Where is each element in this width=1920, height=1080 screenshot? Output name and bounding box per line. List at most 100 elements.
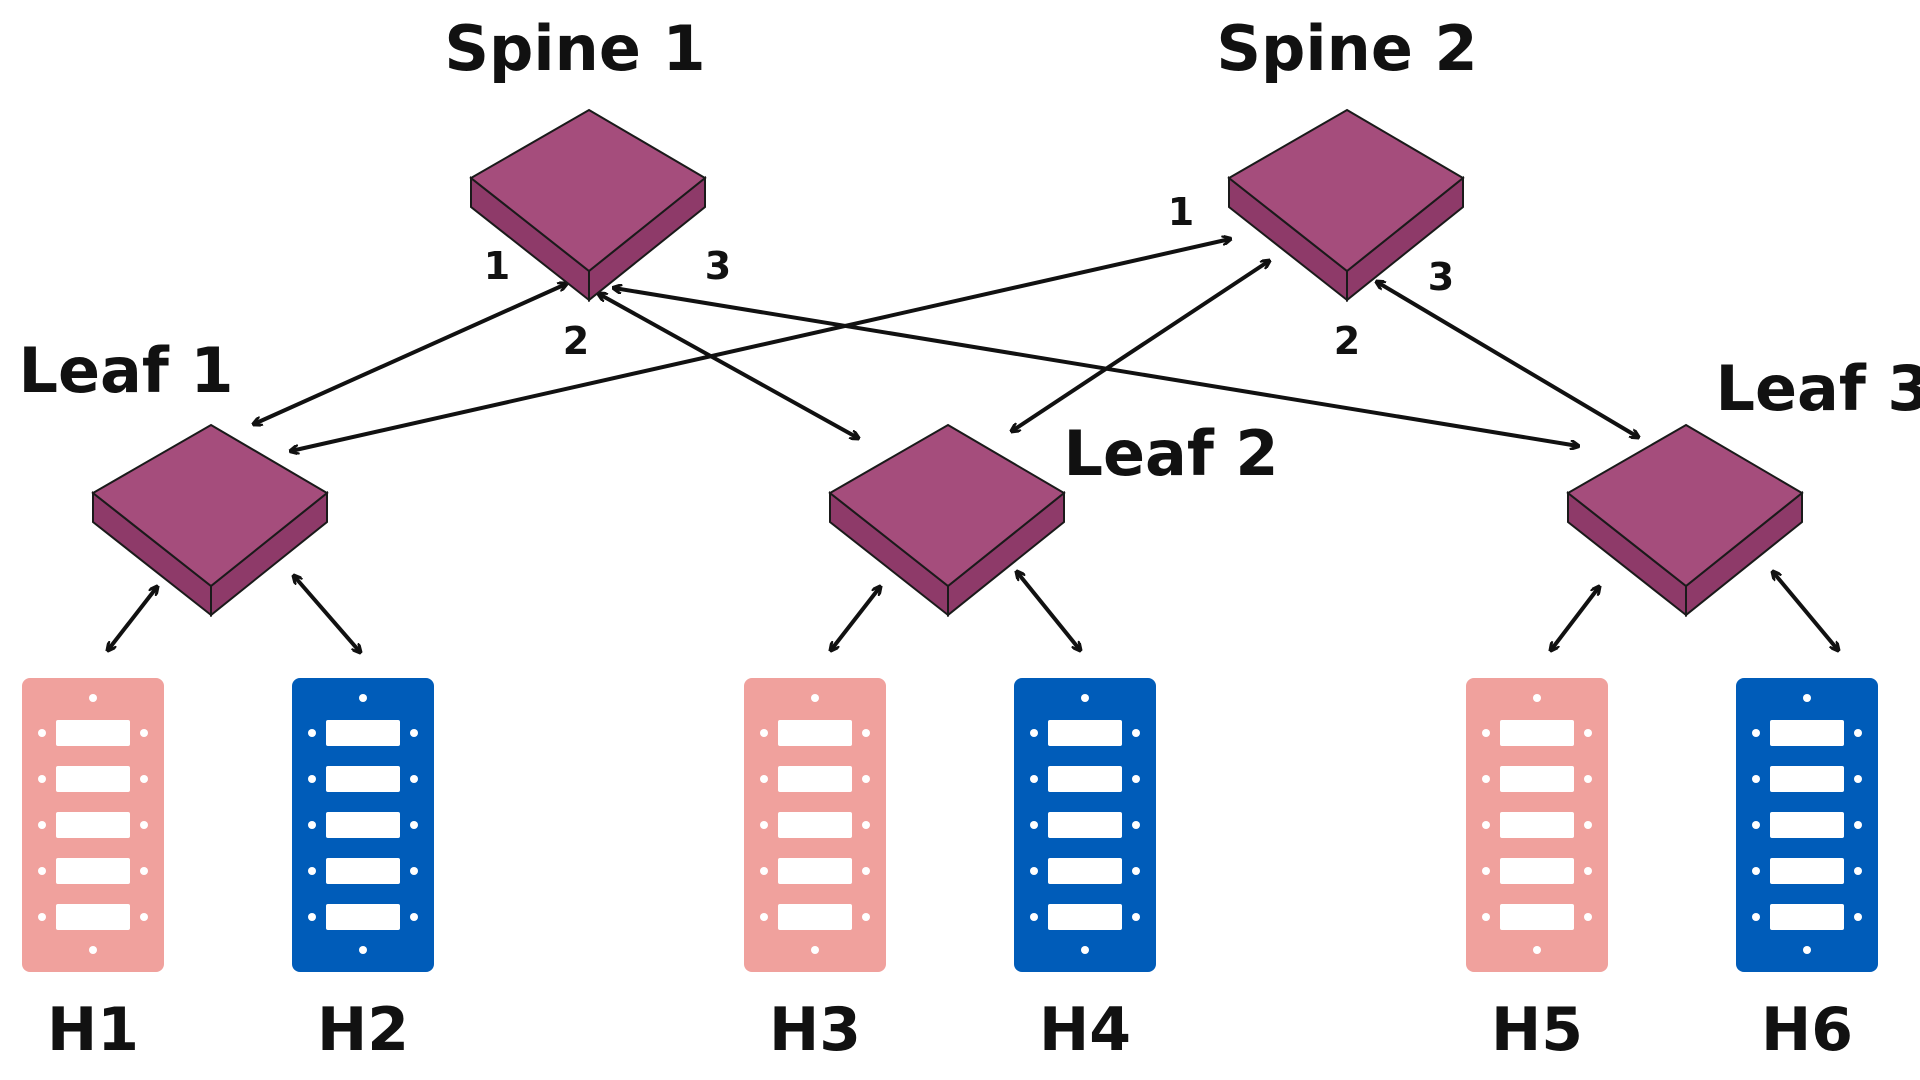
rack-screw bbox=[862, 775, 870, 783]
rack-slot bbox=[1500, 720, 1574, 746]
rack-screw bbox=[1752, 867, 1760, 875]
rack-slot bbox=[778, 720, 852, 746]
rack-screw bbox=[1584, 775, 1592, 783]
rack-led-bottom bbox=[1533, 946, 1541, 954]
rack-screw bbox=[140, 913, 148, 921]
host-h6-label: H6 bbox=[1761, 995, 1853, 1065]
switch-top-face bbox=[1566, 423, 1804, 588]
rack-screw bbox=[308, 821, 316, 829]
rack-screw bbox=[38, 729, 46, 737]
link-leaf3-h5 bbox=[1551, 587, 1599, 650]
rack-screw bbox=[1584, 867, 1592, 875]
rack-screw bbox=[760, 729, 768, 737]
rack-led-top bbox=[811, 694, 819, 702]
rack-screw bbox=[410, 821, 418, 829]
rack-screw bbox=[38, 775, 46, 783]
rack-screw bbox=[760, 821, 768, 829]
rack-screw bbox=[1752, 913, 1760, 921]
host-rack-h2 bbox=[292, 678, 434, 972]
rack-screw bbox=[862, 821, 870, 829]
rack-slot bbox=[1048, 720, 1122, 746]
host-h1-label: H1 bbox=[47, 995, 139, 1065]
leaf2-label: Leaf 2 bbox=[1063, 417, 1278, 490]
rack-led-top bbox=[89, 694, 97, 702]
rack-screw bbox=[1482, 775, 1490, 783]
rack-screw bbox=[140, 729, 148, 737]
link-spine2-leaf2 bbox=[1012, 261, 1269, 431]
rack-slot bbox=[1500, 766, 1574, 792]
rack-led-top bbox=[1533, 694, 1541, 702]
rack-slot bbox=[1048, 904, 1122, 930]
leaf1-label: Leaf 1 bbox=[18, 334, 233, 407]
rack-screw bbox=[140, 775, 148, 783]
host-h2-label: H2 bbox=[317, 995, 409, 1065]
link-leaf3-h6 bbox=[1773, 572, 1838, 650]
rack-screw bbox=[1030, 821, 1038, 829]
rack-led-top bbox=[359, 694, 367, 702]
leaf-switch-1 bbox=[91, 423, 329, 618]
rack-slot bbox=[326, 766, 400, 792]
rack-screw bbox=[308, 867, 316, 875]
switch-top-face bbox=[828, 423, 1066, 588]
link-leaf2-h4 bbox=[1017, 572, 1080, 650]
rack-screw bbox=[410, 913, 418, 921]
rack-screw bbox=[308, 729, 316, 737]
rack-screw bbox=[1854, 913, 1862, 921]
rack-slot bbox=[1770, 904, 1844, 930]
rack-screw bbox=[1752, 729, 1760, 737]
rack-screw bbox=[1030, 913, 1038, 921]
leaf-switch-2 bbox=[828, 423, 1066, 618]
rack-screw bbox=[1482, 729, 1490, 737]
rack-screw bbox=[862, 867, 870, 875]
rack-screw bbox=[1854, 775, 1862, 783]
spine2-label: Spine 2 bbox=[1216, 12, 1477, 85]
rack-screw bbox=[1030, 867, 1038, 875]
rack-screw bbox=[1584, 821, 1592, 829]
rack-screw bbox=[1132, 821, 1140, 829]
rack-screw bbox=[1132, 729, 1140, 737]
spine2-port-2-label: 2 bbox=[1334, 319, 1360, 363]
link-leaf2-h3 bbox=[831, 587, 880, 650]
rack-slot bbox=[1048, 858, 1122, 884]
rack-screw bbox=[38, 913, 46, 921]
host-h5-label: H5 bbox=[1491, 995, 1583, 1065]
rack-screw bbox=[1132, 775, 1140, 783]
host-rack-h6 bbox=[1736, 678, 1878, 972]
rack-slot bbox=[778, 766, 852, 792]
rack-slot bbox=[1048, 766, 1122, 792]
rack-screw bbox=[1482, 821, 1490, 829]
spine-switch-2 bbox=[1227, 108, 1465, 303]
rack-slot bbox=[778, 858, 852, 884]
rack-slot bbox=[326, 858, 400, 884]
spine-switch-1 bbox=[469, 108, 707, 303]
rack-screw bbox=[862, 729, 870, 737]
rack-led-bottom bbox=[89, 946, 97, 954]
rack-screw bbox=[410, 867, 418, 875]
leaf3-label: Leaf 3 bbox=[1715, 352, 1920, 425]
rack-led-top bbox=[1081, 694, 1089, 702]
rack-slot bbox=[778, 904, 852, 930]
rack-screw bbox=[1584, 729, 1592, 737]
rack-screw bbox=[1132, 867, 1140, 875]
rack-screw bbox=[1030, 729, 1038, 737]
rack-slot bbox=[56, 904, 130, 930]
rack-screw bbox=[862, 913, 870, 921]
rack-screw bbox=[1752, 775, 1760, 783]
host-h4-label: H4 bbox=[1039, 995, 1131, 1065]
rack-slot bbox=[1770, 812, 1844, 838]
link-leaf1-h1 bbox=[108, 587, 157, 650]
rack-screw bbox=[140, 867, 148, 875]
rack-screw bbox=[1030, 775, 1038, 783]
rack-screw bbox=[760, 775, 768, 783]
rack-slot bbox=[56, 720, 130, 746]
spine1-port-2-label: 2 bbox=[563, 319, 589, 363]
host-rack-h1 bbox=[22, 678, 164, 972]
switch-top-face bbox=[91, 423, 329, 588]
rack-screw bbox=[1132, 913, 1140, 921]
rack-led-top bbox=[1803, 694, 1811, 702]
rack-screw bbox=[1854, 867, 1862, 875]
spine2-port-1-label: 1 bbox=[1168, 190, 1194, 234]
rack-screw bbox=[1752, 821, 1760, 829]
rack-slot bbox=[1500, 904, 1574, 930]
